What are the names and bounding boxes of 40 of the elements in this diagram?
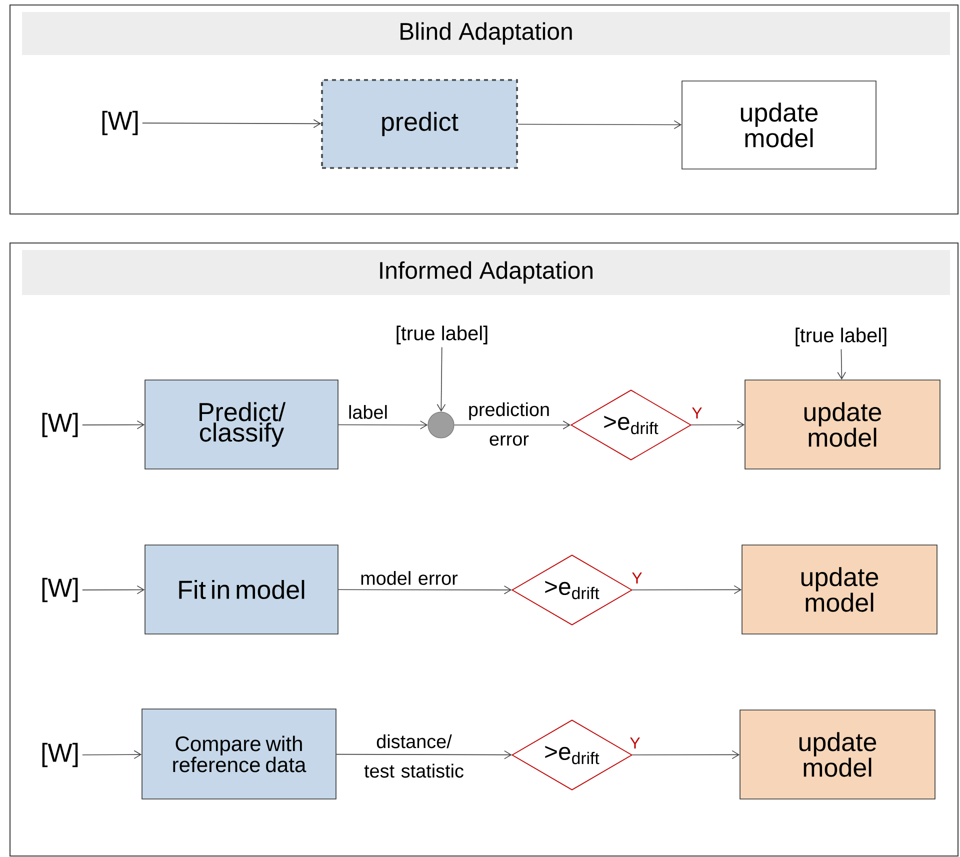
arrow	[82, 750, 142, 759]
process-box: predict	[321, 79, 518, 169]
process-box: Predict/ classify	[144, 380, 338, 470]
edge-label: label	[349, 405, 387, 419]
panel	[9, 242, 959, 857]
input-label: [W]	[102, 110, 138, 136]
process-box: Fit in model	[144, 544, 338, 634]
arrow	[690, 420, 745, 430]
edge-label: Y	[630, 738, 640, 749]
arrow	[82, 585, 145, 594]
arrow	[436, 346, 446, 412]
junction-circle	[428, 412, 454, 438]
arrow	[454, 420, 571, 430]
arrow	[142, 119, 322, 128]
process-box: Compare with reference data	[142, 708, 336, 800]
arrow	[632, 585, 742, 594]
panel	[9, 4, 959, 215]
process-box: update model	[744, 380, 940, 470]
input-label: [W]	[42, 412, 78, 438]
panel-title: Informed Adaptation	[22, 250, 950, 295]
input-label: [true label]	[796, 328, 886, 346]
process-box: update model	[742, 544, 938, 634]
arrow	[837, 348, 846, 380]
arrow	[336, 750, 512, 760]
process-box: update model	[740, 710, 936, 800]
edge-label: Y	[632, 572, 642, 584]
edge-label: prediction error	[469, 402, 549, 446]
edge-label: distance/ test statistic	[364, 734, 464, 778]
arrow	[82, 420, 145, 430]
input-label: [W]	[42, 578, 78, 602]
panel-title: Blind Adaptation	[22, 12, 950, 55]
input-label: [true label]	[396, 326, 488, 344]
arrow	[632, 750, 740, 760]
arrow	[518, 120, 682, 130]
input-label: [W]	[42, 742, 78, 768]
arrow	[338, 420, 428, 430]
edge-label: model error	[361, 571, 458, 585]
edge-label: Y	[692, 408, 702, 418]
process-box: update model	[682, 80, 876, 170]
arrow	[338, 586, 512, 594]
